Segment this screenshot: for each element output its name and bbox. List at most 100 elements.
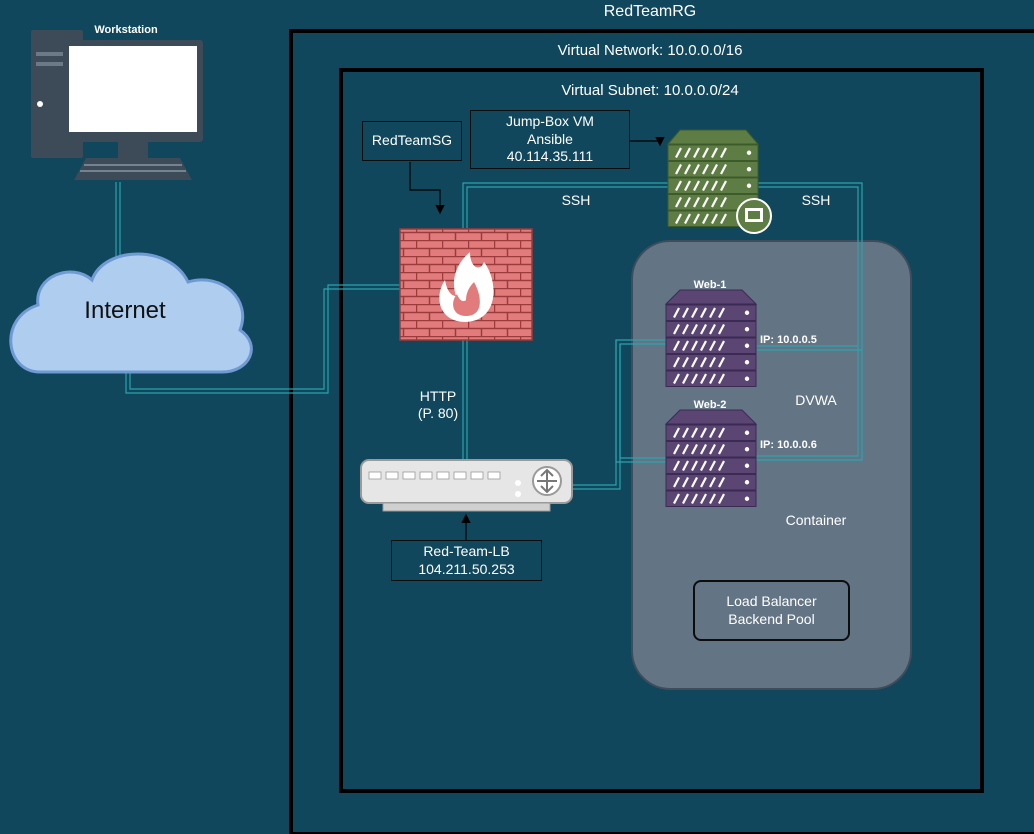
web1-vent — [691, 307, 698, 319]
web2-vent — [718, 476, 725, 488]
web2-unit — [665, 474, 757, 491]
web2-unit — [665, 490, 757, 507]
jump-box-vent — [684, 147, 691, 159]
jump-box-vent — [675, 147, 682, 159]
web1-led — [744, 360, 750, 365]
web2-vent — [682, 493, 689, 505]
jump-box-vent — [702, 180, 709, 192]
load-balancer-line1: Red-Team-LB — [423, 543, 510, 559]
workstation-label: Workstation — [94, 24, 158, 36]
jump-box-vent — [693, 180, 700, 192]
jump-box-led — [746, 150, 752, 155]
web1-vent — [718, 356, 725, 368]
web1-vent — [700, 323, 707, 335]
jump-box-label[interactable]: Jump-Box VM Ansible 40.114.35.111 — [470, 110, 630, 169]
web1-vent — [700, 307, 707, 319]
web2-vent — [718, 427, 725, 439]
web2-vent — [673, 460, 680, 472]
virtual-network-label: Virtual Network: 10.0.0.0/16 — [557, 42, 743, 59]
web1-vent — [691, 356, 698, 368]
web1-vent — [709, 340, 716, 352]
web2-label: Web-2 — [693, 399, 727, 411]
jump-box-vent — [693, 163, 700, 175]
jump-box-unit — [667, 177, 759, 194]
jump-box-led — [746, 183, 752, 188]
jump-box-unit — [667, 161, 759, 178]
web1-led — [744, 376, 750, 381]
web1-vent — [709, 373, 716, 385]
web1-unit — [665, 304, 757, 321]
jump-box-line2: Ansible — [527, 130, 573, 147]
jump-box-unit — [667, 144, 759, 161]
web1-ip-label: IP: 10.0.0.5 — [760, 334, 817, 346]
jump-box-vent — [702, 163, 709, 175]
web2-led — [744, 463, 750, 468]
web1-vent — [718, 307, 725, 319]
web2-unit — [665, 441, 757, 458]
web2-vent — [718, 493, 725, 505]
jump-box-vent — [684, 163, 691, 175]
container-label: Container — [785, 512, 847, 528]
firewall-icon — [399, 228, 533, 341]
web1-unit — [665, 337, 757, 354]
web2-vent — [709, 476, 716, 488]
web2-vent — [700, 460, 707, 472]
web1-vent — [682, 373, 689, 385]
web2-vent — [682, 427, 689, 439]
web2-vent — [673, 443, 680, 455]
backend-pool-box[interactable]: Load Balancer Backend Pool — [693, 580, 850, 641]
web1-vent — [673, 307, 680, 319]
web1-label: Web-1 — [693, 279, 727, 291]
jump-box-vent — [711, 163, 718, 175]
web1-vent — [700, 340, 707, 352]
load-balancer-label[interactable]: Red-Team-LB 104.211.50.253 — [391, 540, 542, 581]
web1-server-icon — [664, 289, 758, 387]
http-line2: (P. 80) — [417, 404, 459, 421]
jump-box-vent — [720, 180, 727, 192]
web1-vent — [691, 323, 698, 335]
web1-vent — [673, 340, 680, 352]
web1-vent — [718, 340, 725, 352]
jump-box-vent — [711, 196, 718, 208]
web1-vent — [700, 356, 707, 368]
web2-vent — [709, 460, 716, 472]
backend-pool-line2: Backend Pool — [728, 610, 815, 627]
resource-group-label: RedTeamRG — [603, 3, 697, 20]
web1-vent — [718, 373, 725, 385]
security-group-label[interactable]: RedTeamSG — [362, 121, 462, 161]
web1-vent — [682, 356, 689, 368]
backend-pool-line1: Load Balancer — [726, 593, 817, 609]
jump-box-vent — [720, 196, 727, 208]
jump-box-vent — [720, 147, 727, 159]
http-label: HTTP (P. 80) — [400, 388, 476, 422]
ssh-right-label: SSH — [801, 192, 831, 208]
jump-box-vent — [693, 196, 700, 208]
web2-unit — [665, 457, 757, 474]
jump-box-vent — [693, 213, 700, 225]
jump-box-vent — [675, 180, 682, 192]
web1-led — [744, 327, 750, 332]
jump-box-vent — [675, 213, 682, 225]
jump-box-vent — [684, 196, 691, 208]
web2-led — [744, 480, 750, 485]
jump-box-vent — [684, 213, 691, 225]
web1-vent — [709, 323, 716, 335]
server-rack-icon — [666, 129, 772, 234]
jump-box-vent — [675, 163, 682, 175]
jump-box-vent — [720, 163, 727, 175]
web2-vent — [709, 493, 716, 505]
sg-arrow — [409, 162, 445, 215]
jump-box-vent — [702, 213, 709, 225]
web2-vent — [691, 493, 698, 505]
web2-vent — [682, 443, 689, 455]
web2-vent — [691, 427, 698, 439]
web2-led — [744, 447, 750, 452]
web1-vent — [682, 340, 689, 352]
load-balancer-line2: 104.211.50.253 — [418, 560, 515, 577]
web2-led — [744, 496, 750, 501]
virtual-network-frame — [289, 29, 1034, 834]
web2-vent — [682, 460, 689, 472]
web1-unit — [665, 370, 757, 387]
security-group-text: RedTeamSG — [371, 132, 453, 149]
